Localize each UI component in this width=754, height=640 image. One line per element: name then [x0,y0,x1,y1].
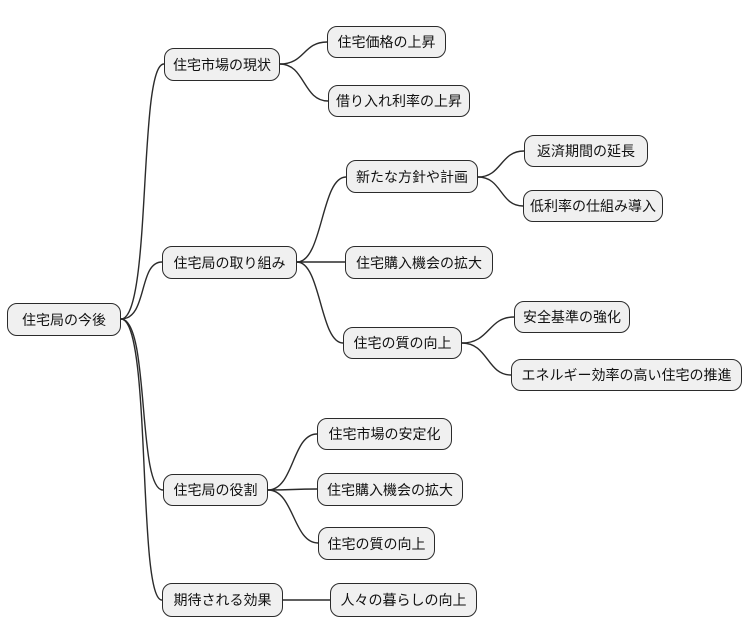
node-peoples-life-improvement: 人々の暮らしの向上 [330,583,477,617]
node-home-purchase-opportunity-expansion: 住宅購入機会の拡大 [345,246,493,279]
edge-role-to-market-stabilization [267,433,318,491]
node-label: エネルギー効率の高い住宅の推進 [521,367,732,383]
edge-root-to-bureau-role [120,318,164,491]
edge-initiatives-to-new-policies [296,176,347,263]
node-repayment-period-extension: 返済期間の延長 [524,135,648,167]
node-bureau-initiatives: 住宅局の取り組み [162,246,297,279]
edge-quality-to-safety-standards [461,316,515,344]
edge-root-to-expected-effects [120,318,163,601]
node-new-policies-plans: 新たな方針や計画 [346,160,478,193]
edge-root-to-bureau-initiatives [120,261,163,320]
node-housing-market-stabilization: 住宅市場の安定化 [317,418,452,450]
node-label: 住宅局の役割 [173,482,258,498]
node-label: 住宅購入機会の拡大 [356,254,482,271]
node-energy-efficient-housing-promotion: エネルギー効率の高い住宅の推進 [511,359,742,391]
node-label: 住宅の質の向上 [353,335,452,351]
node-home-purchase-opportunity-expansion-2: 住宅購入機会の拡大 [317,473,463,506]
node-label: 住宅購入機会の拡大 [327,481,453,498]
node-label: 新たな方針や計画 [356,168,468,185]
node-label: 借り入れ利率の上昇 [336,93,462,109]
node-low-interest-scheme: 低利率の仕組み導入 [523,190,663,222]
node-housing-price-rise: 住宅価格の上昇 [327,26,446,58]
node-label: 期待される効果 [173,592,272,608]
edge-market-status-to-price-rise [279,41,328,65]
edge-market-status-to-borrowing-rate-rise [279,63,329,102]
node-label: 住宅局の今後 [22,311,106,328]
node-label: 住宅市場の現状 [173,56,271,73]
node-bureau-role: 住宅局の役割 [163,474,268,506]
node-label: 安全基準の強化 [523,309,621,325]
edge-new-policies-to-repayment-extension [477,150,525,178]
node-housing-quality-improvement: 住宅の質の向上 [343,327,462,359]
node-safety-standards-strengthening: 安全基準の強化 [514,301,630,333]
node-expected-effects: 期待される効果 [162,583,283,617]
edge-quality-to-energy-efficiency [461,342,512,376]
node-label: 人々の暮らしの向上 [340,592,467,608]
node-label: 住宅の質の向上 [327,535,426,552]
node-housing-market-status: 住宅市場の現状 [164,48,280,81]
node-housing-quality-improvement-2: 住宅の質の向上 [318,527,435,560]
edge-root-to-housing-market-status [120,63,165,320]
edge-initiatives-to-quality-improvement [296,261,344,344]
node-label: 住宅価格の上昇 [337,34,436,50]
edge-role-to-purchase-opportunity [267,488,318,491]
node-label: 返済期間の延長 [537,143,635,159]
node-label: 住宅市場の安定化 [328,426,441,442]
node-housing-bureau-future: 住宅局の今後 [7,303,121,336]
node-label: 住宅局の取り組み [173,254,286,271]
node-label: 低利率の仕組み導入 [530,198,656,214]
node-borrowing-rate-rise: 借り入れ利率の上昇 [328,85,470,117]
edge-role-to-quality-improvement [267,489,319,544]
edge-new-policies-to-low-interest-scheme [477,176,524,207]
